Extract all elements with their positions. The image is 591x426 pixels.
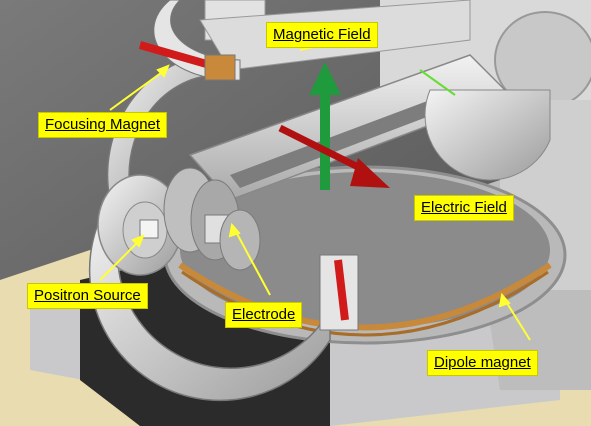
focusing-coil-block <box>204 54 236 81</box>
label-focusing-magnet: Focusing Magnet <box>38 112 168 138</box>
positron-source-core <box>139 219 159 239</box>
pointer-dipole-magnet-head <box>498 292 511 308</box>
focusing-coil-red-top <box>138 41 212 69</box>
label-positron-source: Positron Source <box>27 283 148 309</box>
magnetic-field-arrow-head <box>309 62 341 95</box>
end-cap-right <box>424 89 551 181</box>
beam-tube-slot <box>230 100 440 188</box>
dipole-coil <box>178 262 552 331</box>
focusing-coil-red-lower <box>334 259 349 321</box>
pointer-electrode <box>234 229 271 296</box>
label-electric-field: Electric Field <box>414 195 514 221</box>
pointer-focusing-magnet <box>109 69 166 111</box>
label-electrode: Electrode <box>225 302 303 328</box>
pointer-dipole-magnet <box>504 299 531 341</box>
green-marker <box>419 69 456 96</box>
pointer-positron-source <box>99 239 141 281</box>
label-dipole-magnet: Dipole magnet <box>427 350 538 376</box>
focusing-magnet-lower <box>88 199 331 402</box>
electric-field-arrow-head <box>350 158 390 188</box>
pointer-lines <box>99 41 531 341</box>
pointer-focusing-magnet-head <box>156 64 170 78</box>
dipole-coil-2 <box>181 270 549 337</box>
pointer-electrode-head <box>228 222 241 238</box>
label-magnetic-field: Magnetic Field <box>266 22 378 48</box>
electric-field-arrow-shaft <box>278 124 370 176</box>
pointer-positron-source-head <box>131 234 145 248</box>
